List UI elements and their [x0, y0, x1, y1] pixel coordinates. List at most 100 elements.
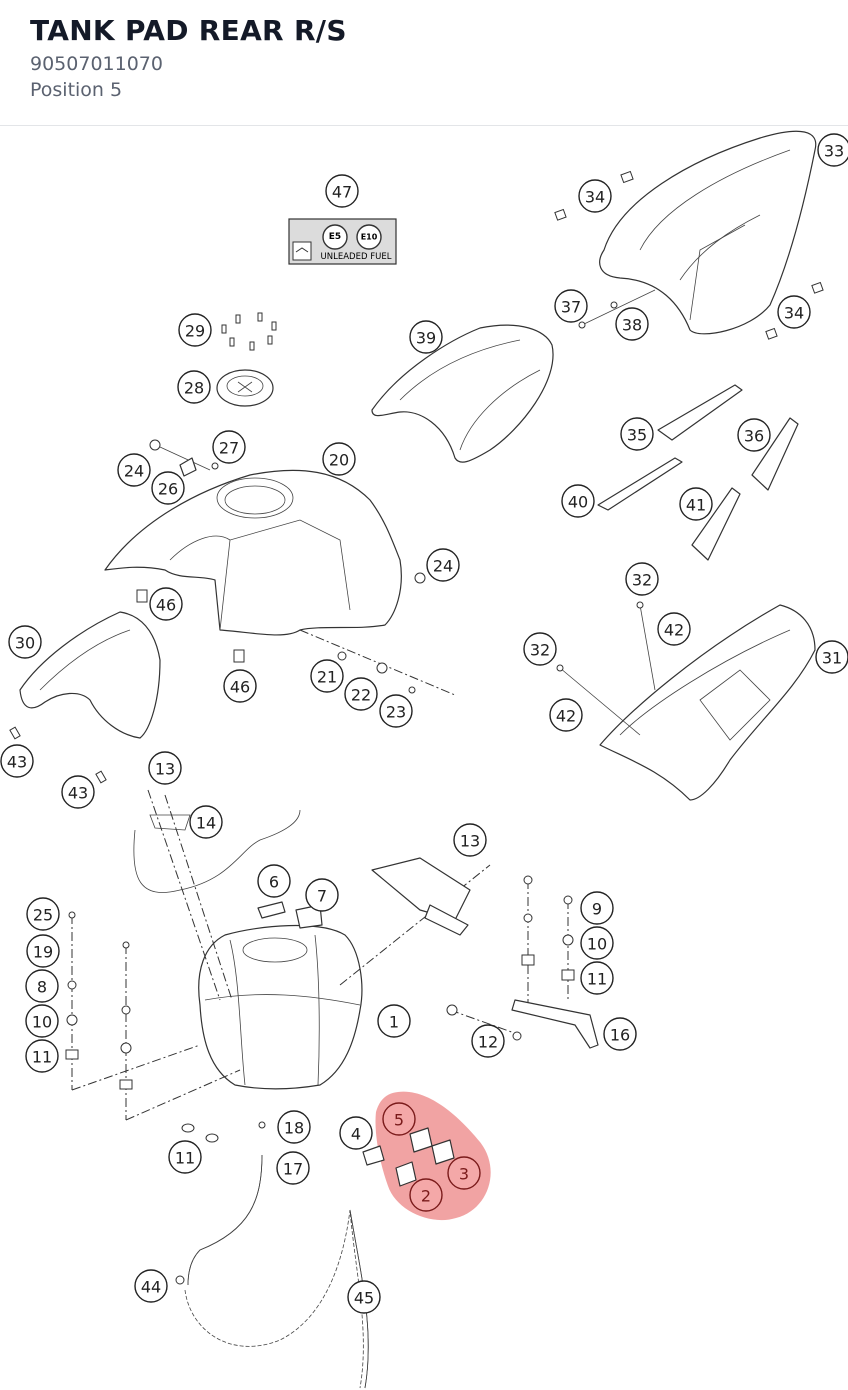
part-number: 90507011070 — [30, 53, 163, 75]
callout-8[interactable]: 8 — [25, 969, 59, 1003]
callout-label: 40 — [568, 493, 588, 512]
callout-22[interactable]: 22 — [344, 677, 378, 711]
callout-circle — [25, 1004, 59, 1038]
callout-17[interactable]: 17 — [276, 1151, 310, 1185]
callout-circle — [325, 174, 359, 208]
callout-41[interactable]: 41 — [679, 487, 713, 521]
callout-10a[interactable]: 10 — [580, 926, 614, 960]
callout-label: 11 — [587, 970, 607, 989]
callout-circle — [409, 320, 443, 354]
callout-46b[interactable]: 46 — [223, 669, 257, 703]
callout-3[interactable]: 3 — [447, 1156, 481, 1190]
callout-35[interactable]: 35 — [620, 417, 654, 451]
callout-label: 21 — [317, 668, 337, 687]
callout-circle — [603, 1017, 637, 1051]
callout-label: 29 — [185, 322, 205, 341]
callout-label: 24 — [433, 557, 453, 576]
callout-circle — [26, 897, 60, 931]
callout-23[interactable]: 23 — [379, 694, 413, 728]
callout-11b[interactable]: 11 — [25, 1039, 59, 1073]
callout-14[interactable]: 14 — [189, 805, 223, 839]
part-title: TANK PAD REAR R/S — [30, 14, 347, 47]
callout-32b[interactable]: 32 — [523, 632, 557, 666]
callout-42b[interactable]: 42 — [549, 698, 583, 732]
callout-19[interactable]: 19 — [26, 934, 60, 968]
callout-13a[interactable]: 13 — [148, 751, 182, 785]
callout-circle — [148, 751, 182, 785]
callout-circle — [177, 370, 211, 404]
callout-25[interactable]: 25 — [26, 897, 60, 931]
callout-circle — [8, 625, 42, 659]
callout-12[interactable]: 12 — [471, 1024, 505, 1058]
callout-9[interactable]: 9 — [580, 891, 614, 925]
callout-40[interactable]: 40 — [561, 484, 595, 518]
callout-28[interactable]: 28 — [177, 370, 211, 404]
rear-seat-drawing — [599, 130, 817, 335]
callout-circle — [26, 934, 60, 968]
callout-21[interactable]: 21 — [310, 659, 344, 693]
callout-circle — [620, 417, 654, 451]
fuel-tank-drawing — [198, 924, 363, 1090]
callout-18[interactable]: 18 — [277, 1110, 311, 1144]
callout-30[interactable]: 30 — [8, 625, 42, 659]
callout-1[interactable]: 1 — [377, 1004, 411, 1038]
callout-34a[interactable]: 34 — [578, 179, 612, 213]
callout-43a[interactable]: 43 — [0, 744, 34, 778]
callout-31[interactable]: 31 — [815, 640, 848, 674]
callout-4[interactable]: 4 — [339, 1116, 373, 1150]
callout-label: 45 — [354, 1289, 374, 1308]
callout-44[interactable]: 44 — [134, 1269, 168, 1303]
callout-circle — [61, 775, 95, 809]
callout-24b[interactable]: 24 — [426, 548, 460, 582]
callout-label: 28 — [184, 379, 204, 398]
callout-29[interactable]: 29 — [178, 313, 212, 347]
callout-24a[interactable]: 24 — [117, 453, 151, 487]
callout-circle — [25, 1039, 59, 1073]
callout-label: 30 — [15, 634, 35, 653]
callout-label: 38 — [622, 316, 642, 335]
callout-11a[interactable]: 11 — [580, 961, 614, 995]
callout-38[interactable]: 38 — [615, 307, 649, 341]
callout-label: 32 — [632, 571, 652, 590]
callout-20[interactable]: 20 — [322, 442, 356, 476]
callout-42a[interactable]: 42 — [657, 612, 691, 646]
callout-circle — [149, 587, 183, 621]
callout-5[interactable]: 5 — [382, 1102, 416, 1136]
callout-label: 36 — [744, 427, 764, 446]
callout-label: 11 — [32, 1048, 52, 1067]
callout-32a[interactable]: 32 — [625, 562, 659, 596]
callout-label: 6 — [269, 873, 279, 892]
callout-27[interactable]: 27 — [212, 430, 246, 464]
callout-circle — [554, 289, 588, 323]
callout-46a[interactable]: 46 — [149, 587, 183, 621]
bolts-drawing — [221, 312, 277, 351]
label-badge-e10: E10 — [361, 233, 378, 242]
callout-label: 24 — [124, 462, 144, 481]
callout-circle — [178, 313, 212, 347]
callout-36[interactable]: 36 — [737, 418, 771, 452]
callout-26[interactable]: 26 — [151, 471, 185, 505]
callout-label: 32 — [530, 641, 550, 660]
callout-37[interactable]: 37 — [554, 289, 588, 323]
callout-7[interactable]: 7 — [305, 878, 339, 912]
callout-label: 12 — [478, 1033, 498, 1052]
callout-circle — [409, 1178, 443, 1212]
fuel-cap-drawing — [216, 369, 274, 407]
front-seat-drawing — [371, 324, 554, 463]
callout-2[interactable]: 2 — [409, 1178, 443, 1212]
callout-33[interactable]: 33 — [817, 133, 848, 167]
callout-39[interactable]: 39 — [409, 320, 443, 354]
callout-11c[interactable]: 11 — [168, 1140, 202, 1174]
callout-6[interactable]: 6 — [257, 864, 291, 898]
callout-43b[interactable]: 43 — [61, 775, 95, 809]
callout-47[interactable]: 47 — [325, 174, 359, 208]
callout-10b[interactable]: 10 — [25, 1004, 59, 1038]
callout-34b[interactable]: 34 — [777, 295, 811, 329]
callout-circle — [344, 677, 378, 711]
callout-circle — [657, 612, 691, 646]
callout-16[interactable]: 16 — [603, 1017, 637, 1051]
callout-circle — [580, 891, 614, 925]
callout-label: 41 — [686, 496, 706, 515]
callout-45[interactable]: 45 — [347, 1280, 381, 1314]
callout-13b[interactable]: 13 — [453, 823, 487, 857]
